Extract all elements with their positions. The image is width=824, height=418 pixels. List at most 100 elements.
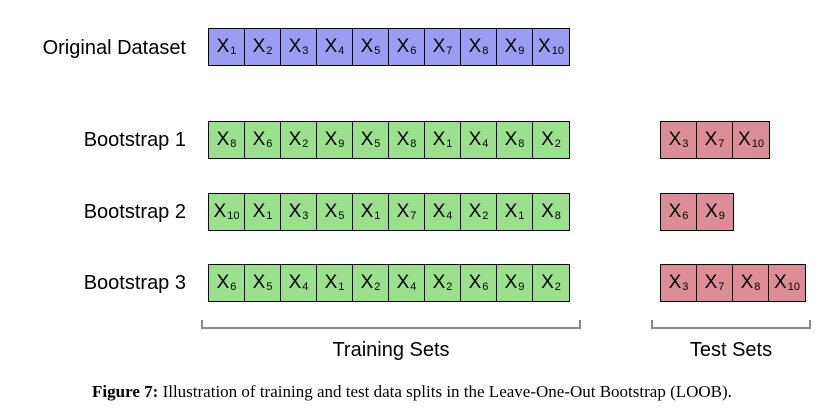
cell-index: 8 bbox=[518, 138, 525, 150]
cell-index: 7 bbox=[718, 281, 725, 293]
cell-letter: X bbox=[216, 272, 230, 293]
cell-letter: X bbox=[252, 201, 266, 222]
cell-index: 10 bbox=[227, 210, 240, 222]
cell-index: 6 bbox=[410, 45, 417, 57]
cell-letter: X bbox=[468, 36, 482, 57]
figure-caption-text: Illustration of training and test data s… bbox=[158, 382, 732, 401]
cell-index: 7 bbox=[446, 45, 453, 57]
cell-letter: X bbox=[504, 201, 518, 222]
cell-letter: X bbox=[538, 36, 551, 57]
cell-letter: X bbox=[704, 129, 718, 150]
cell-letter: X bbox=[774, 272, 787, 293]
cell-index: 5 bbox=[266, 281, 273, 293]
cell-letter: X bbox=[468, 272, 482, 293]
cell-letter: X bbox=[360, 201, 374, 222]
cell-letter: X bbox=[668, 272, 682, 293]
cell-letter: X bbox=[738, 129, 751, 150]
cell-letter: X bbox=[288, 36, 302, 57]
cell-index: 8 bbox=[410, 138, 417, 150]
cell-index: 4 bbox=[302, 281, 309, 293]
cell-index: 5 bbox=[338, 210, 345, 222]
row-label-bootstrap-3: Bootstrap 3 bbox=[83, 272, 186, 294]
cell-index: 6 bbox=[682, 210, 689, 222]
cell-letter: X bbox=[396, 272, 410, 293]
cell-index: 5 bbox=[374, 138, 381, 150]
cell-letter: X bbox=[360, 129, 374, 150]
cell-index: 4 bbox=[338, 45, 345, 57]
cell-index: 6 bbox=[266, 138, 273, 150]
cell-index: 3 bbox=[302, 45, 309, 57]
cell-letter: X bbox=[252, 129, 266, 150]
cell-letter: X bbox=[504, 272, 518, 293]
cell-letter: X bbox=[668, 129, 682, 150]
cell-letter: X bbox=[216, 36, 230, 57]
cell-index: 3 bbox=[682, 138, 689, 150]
cell-index: 5 bbox=[374, 45, 381, 57]
cell-letter: X bbox=[468, 201, 482, 222]
cell-letter: X bbox=[541, 201, 554, 222]
cell-index: 9 bbox=[338, 138, 345, 150]
figure-caption-prefix: Figure 7: bbox=[92, 382, 159, 401]
cell-index: 2 bbox=[302, 138, 309, 150]
cell-letter: X bbox=[704, 272, 718, 293]
cell-letter: X bbox=[541, 272, 554, 293]
cell-letter: X bbox=[504, 36, 518, 57]
cell-index: 2 bbox=[266, 45, 273, 57]
cell-letter: X bbox=[705, 201, 718, 222]
cell-index: 1 bbox=[446, 138, 453, 150]
cell-letter: X bbox=[360, 36, 374, 57]
cell-letter: X bbox=[396, 36, 410, 57]
training-sets-label: Training Sets bbox=[332, 339, 450, 361]
cell-letter: X bbox=[541, 129, 554, 150]
cell-letter: X bbox=[288, 272, 302, 293]
cell-index: 4 bbox=[410, 281, 417, 293]
cell-letter: X bbox=[432, 201, 446, 222]
cell-index: 9 bbox=[518, 281, 525, 293]
cell-index: 2 bbox=[554, 138, 561, 150]
cell-index: 9 bbox=[718, 210, 725, 222]
cell-letter: X bbox=[252, 272, 266, 293]
cell-index: 2 bbox=[446, 281, 453, 293]
cell-index: 10 bbox=[751, 138, 764, 150]
cell-index: 4 bbox=[446, 210, 453, 222]
training-sets-bracket bbox=[201, 320, 581, 329]
test-sets-bracket bbox=[651, 320, 811, 329]
cell-index: 4 bbox=[482, 138, 489, 150]
cell-letter: X bbox=[432, 272, 446, 293]
